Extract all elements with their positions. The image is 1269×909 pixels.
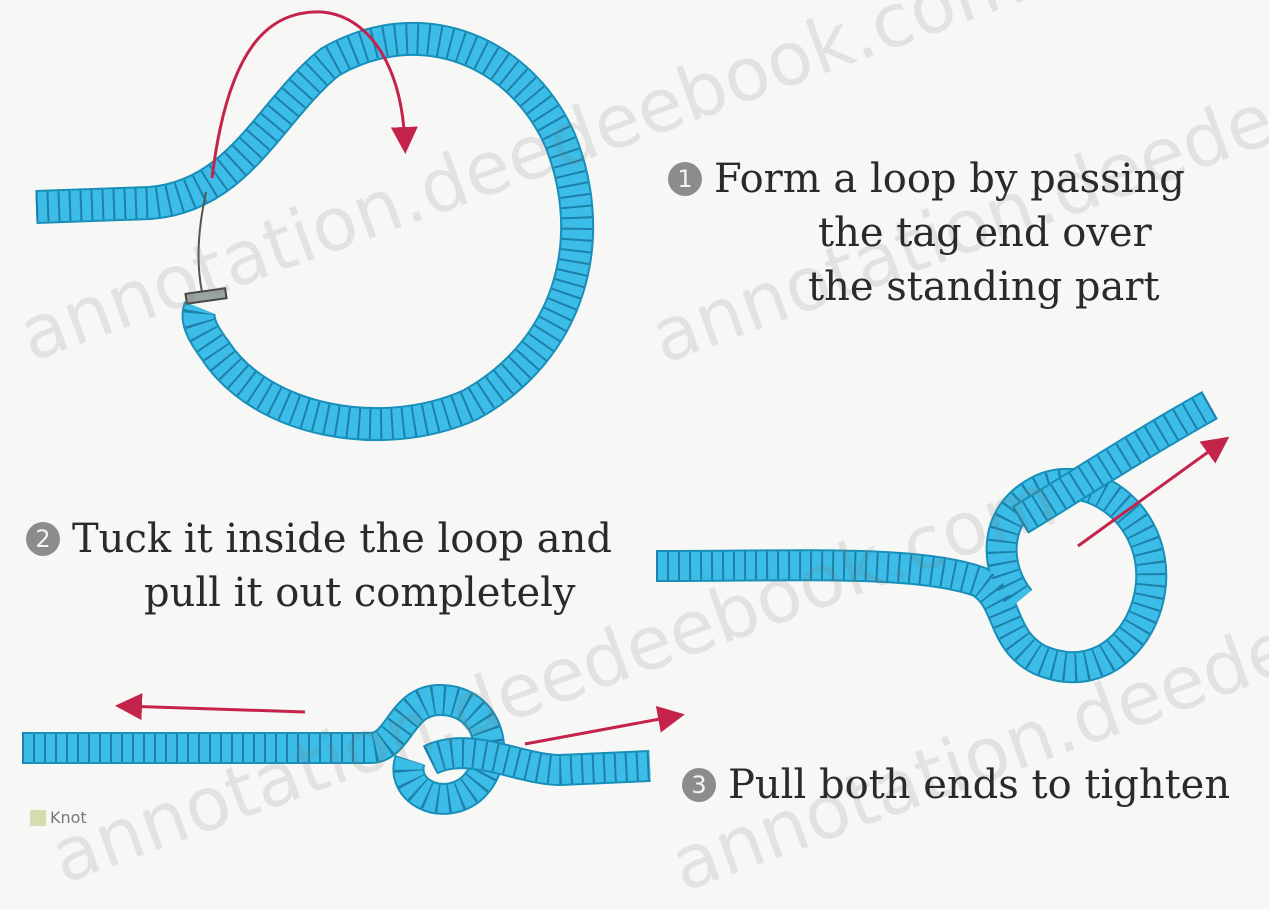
step-1-line-3: the standing part (668, 260, 1185, 314)
step-1-number: 1 (668, 162, 702, 196)
step-1-rope (36, 39, 577, 424)
knot-diagram (0, 0, 1269, 842)
step-2-line-1: Tuck it inside the loop and (72, 516, 612, 562)
step-3-arrow-right (525, 716, 676, 744)
step-3-rope (22, 700, 650, 799)
step-3-number: 3 (682, 768, 716, 802)
step-1-caption: 1 Form a loop by passing the tag end over… (668, 152, 1185, 314)
step-2-rope (656, 405, 1210, 667)
step-2-number: 2 (26, 522, 60, 556)
step-1-line-1: Form a loop by passing (714, 156, 1185, 202)
credit-label: Knot (30, 808, 87, 827)
credit-logo (30, 810, 46, 826)
step-3-arrow-left (124, 706, 305, 712)
step-3-line-1: Pull both ends to tighten (728, 762, 1230, 808)
step-1-line-2: the tag end over (668, 206, 1185, 260)
step-3-caption: 3 Pull both ends to tighten (682, 758, 1230, 812)
step-2-line-2: pull it out completely (26, 566, 612, 620)
step-2-caption: 2 Tuck it inside the loop and pull it out… (26, 512, 612, 620)
